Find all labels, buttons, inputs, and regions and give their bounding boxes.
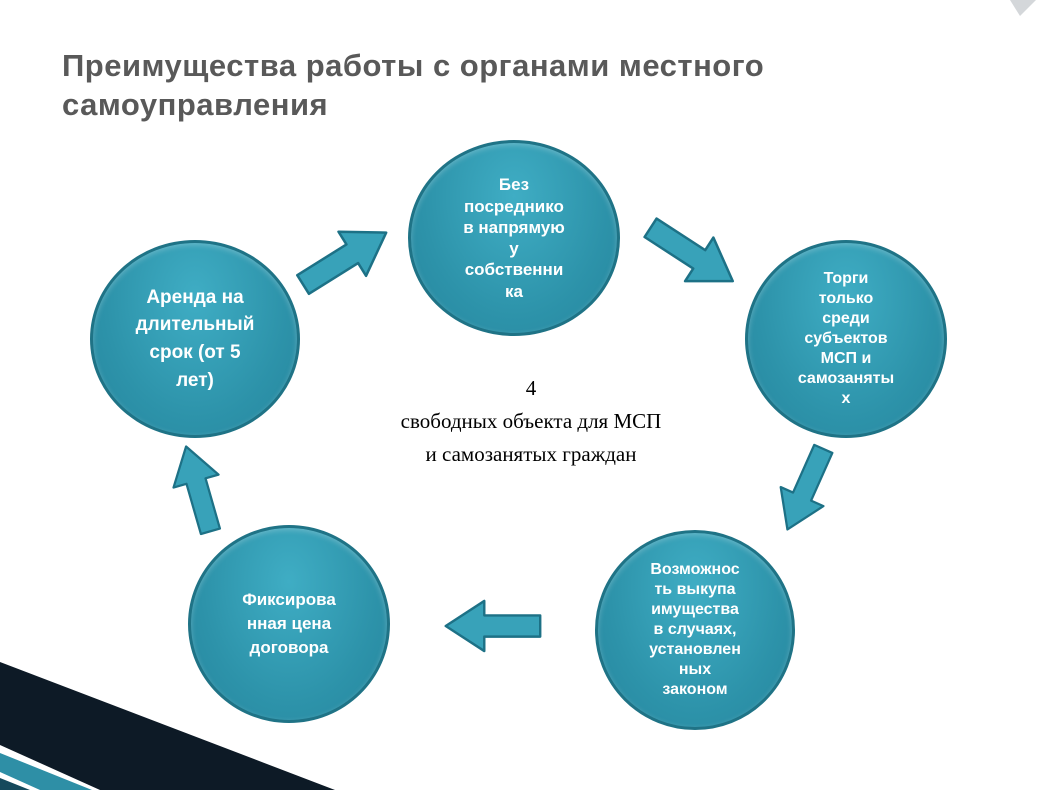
node-long-term-lease: Аренда на длительный срок (от 5 лет) — [90, 240, 300, 438]
arrow-bottomright-to-bottomleft-icon — [444, 599, 542, 653]
arrow-left-to-top-icon — [296, 230, 388, 296]
node-label: Фиксирова нная цена договора — [242, 590, 336, 657]
arrow-top-to-right-icon — [643, 217, 735, 283]
arrow-right-to-bottomright-icon — [779, 443, 834, 531]
ribbon-corner-band — [0, 778, 30, 790]
node-fixed-contract-price: Фиксирова нная цена договора — [188, 525, 390, 723]
bottom-ribbon-decoration — [0, 662, 335, 790]
top-right-accent — [1010, 0, 1036, 16]
node-buyout-option: Возможнос ть выкупа имущества в случаях,… — [595, 530, 795, 730]
slide-title: Преимущества работы с органами местного … — [62, 48, 765, 123]
ribbon-teal-band — [0, 753, 92, 790]
node-direct-from-owner: Без посреднико в напрямую у собственни к… — [408, 140, 620, 336]
node-tenders-msp-only: Торги только среди субъектов МСП и самоз… — [745, 240, 947, 438]
node-label: Без посреднико в напрямую у собственни к… — [463, 175, 565, 301]
ribbon-dark-band — [0, 662, 335, 790]
node-label: Возможнос ть выкупа имущества в случаях,… — [649, 561, 741, 698]
node-label: Торги только среди субъектов МСП и самоз… — [797, 270, 895, 407]
arrow-bottomleft-to-left-icon — [172, 445, 222, 536]
node-label: Аренда на длительный срок (от 5 лет) — [135, 286, 255, 391]
top-right-accent-shape — [1010, 0, 1036, 16]
center-text: 4 свободных объекта для МСП и самозаняты… — [400, 376, 662, 467]
